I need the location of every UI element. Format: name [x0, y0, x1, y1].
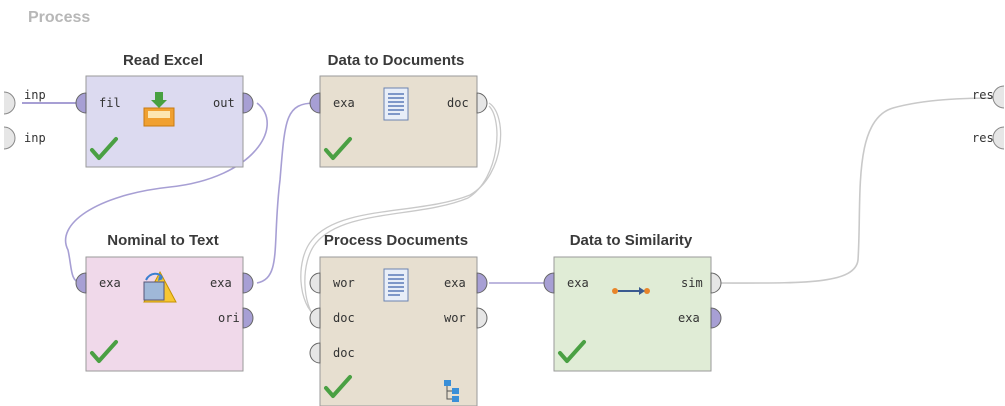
data-to-similarity-port-exa-in[interactable]	[543, 272, 555, 294]
data-to-similarity-port-exa-out-label: exa	[678, 311, 700, 325]
nominal-to-text-operator[interactable]	[85, 256, 244, 372]
data-to-documents-port-doc-label: doc	[447, 96, 469, 110]
process-documents-port-exa-out-label: exa	[444, 276, 466, 290]
wire-similarity-to-output	[717, 97, 1001, 284]
data-to-documents-port-exa[interactable]	[309, 92, 321, 114]
data-to-similarity-title: Data to Similarity	[569, 232, 693, 249]
process-documents-port-doc-in-1-label: doc	[333, 311, 355, 325]
nominal-to-text-port-exa-in[interactable]	[75, 272, 87, 294]
data-to-similarity-operator[interactable]	[553, 256, 712, 372]
process-documents-port-wor-out[interactable]	[476, 307, 488, 329]
similarity-arrow-icon	[612, 287, 650, 295]
data-to-documents-port-doc[interactable]	[476, 92, 488, 114]
nominal-to-text-port-ori[interactable]	[242, 307, 254, 329]
process-documents-port-doc-in-1[interactable]	[309, 307, 321, 329]
nominal-to-text-title: Nominal to Text	[107, 232, 219, 249]
nominal-to-text-port-exa-out[interactable]	[242, 272, 254, 294]
process-documents-title: Process Documents	[323, 232, 469, 249]
excel-import-icon	[143, 92, 175, 127]
read-excel-port-fil[interactable]	[75, 92, 87, 114]
process-input-port-1[interactable]	[3, 91, 16, 115]
nominal-to-text-port-exa-in-label: exa	[99, 276, 121, 290]
read-excel-title: Read Excel	[122, 52, 204, 69]
process-output-label-2: res	[972, 131, 994, 145]
process-documents-status-check	[324, 375, 352, 398]
data-to-similarity-port-exa-out[interactable]	[710, 307, 722, 329]
document-icon	[383, 268, 409, 302]
read-excel-port-fil-label: fil	[99, 96, 121, 110]
process-documents-port-wor-out-label: wor	[444, 311, 466, 325]
wire-data-docs-to-process-docs	[300, 102, 502, 318]
document-icon	[383, 87, 409, 121]
process-output-port-2[interactable]	[992, 126, 1005, 150]
process-output-label-1: res	[972, 88, 994, 102]
process-input-port-2[interactable]	[3, 126, 16, 150]
process-output-port-1[interactable]	[992, 85, 1005, 109]
data-to-documents-title: Data to Documents	[327, 52, 465, 69]
nominal-to-text-status-check	[90, 340, 118, 363]
connections	[22, 97, 1001, 321]
type-conversion-icon	[143, 270, 177, 303]
data-to-similarity-status-check	[558, 340, 586, 363]
wire-read-excel-to-nominal	[64, 102, 268, 284]
data-to-similarity-port-sim-label: sim	[681, 276, 703, 290]
nominal-to-text-port-exa-out-label: exa	[210, 276, 232, 290]
wire-nominal-to-data-docs	[256, 102, 316, 284]
process-documents-port-doc-in-2[interactable]	[309, 342, 321, 364]
read-excel-port-out[interactable]	[242, 92, 254, 114]
process-input-label-1: inp	[24, 88, 46, 102]
data-to-similarity-port-sim[interactable]	[710, 272, 722, 294]
process-documents-port-exa-out[interactable]	[476, 272, 488, 294]
process-documents-port-wor-in-label: wor	[333, 276, 355, 290]
process-title: Process	[28, 9, 91, 26]
process-documents-port-wor-in[interactable]	[309, 272, 321, 294]
process-input-label-2: inp	[24, 131, 46, 145]
data-to-similarity-port-exa-in-label: exa	[567, 276, 589, 290]
data-to-documents-port-exa-label: exa	[333, 96, 355, 110]
process-documents-port-doc-in-2-label: doc	[333, 346, 355, 360]
nominal-to-text-port-ori-label: ori	[218, 311, 240, 325]
subprocess-icon[interactable]	[444, 380, 459, 402]
read-excel-status-check	[90, 137, 118, 160]
read-excel-port-out-label: out	[213, 96, 235, 110]
data-to-documents-status-check	[324, 137, 352, 160]
